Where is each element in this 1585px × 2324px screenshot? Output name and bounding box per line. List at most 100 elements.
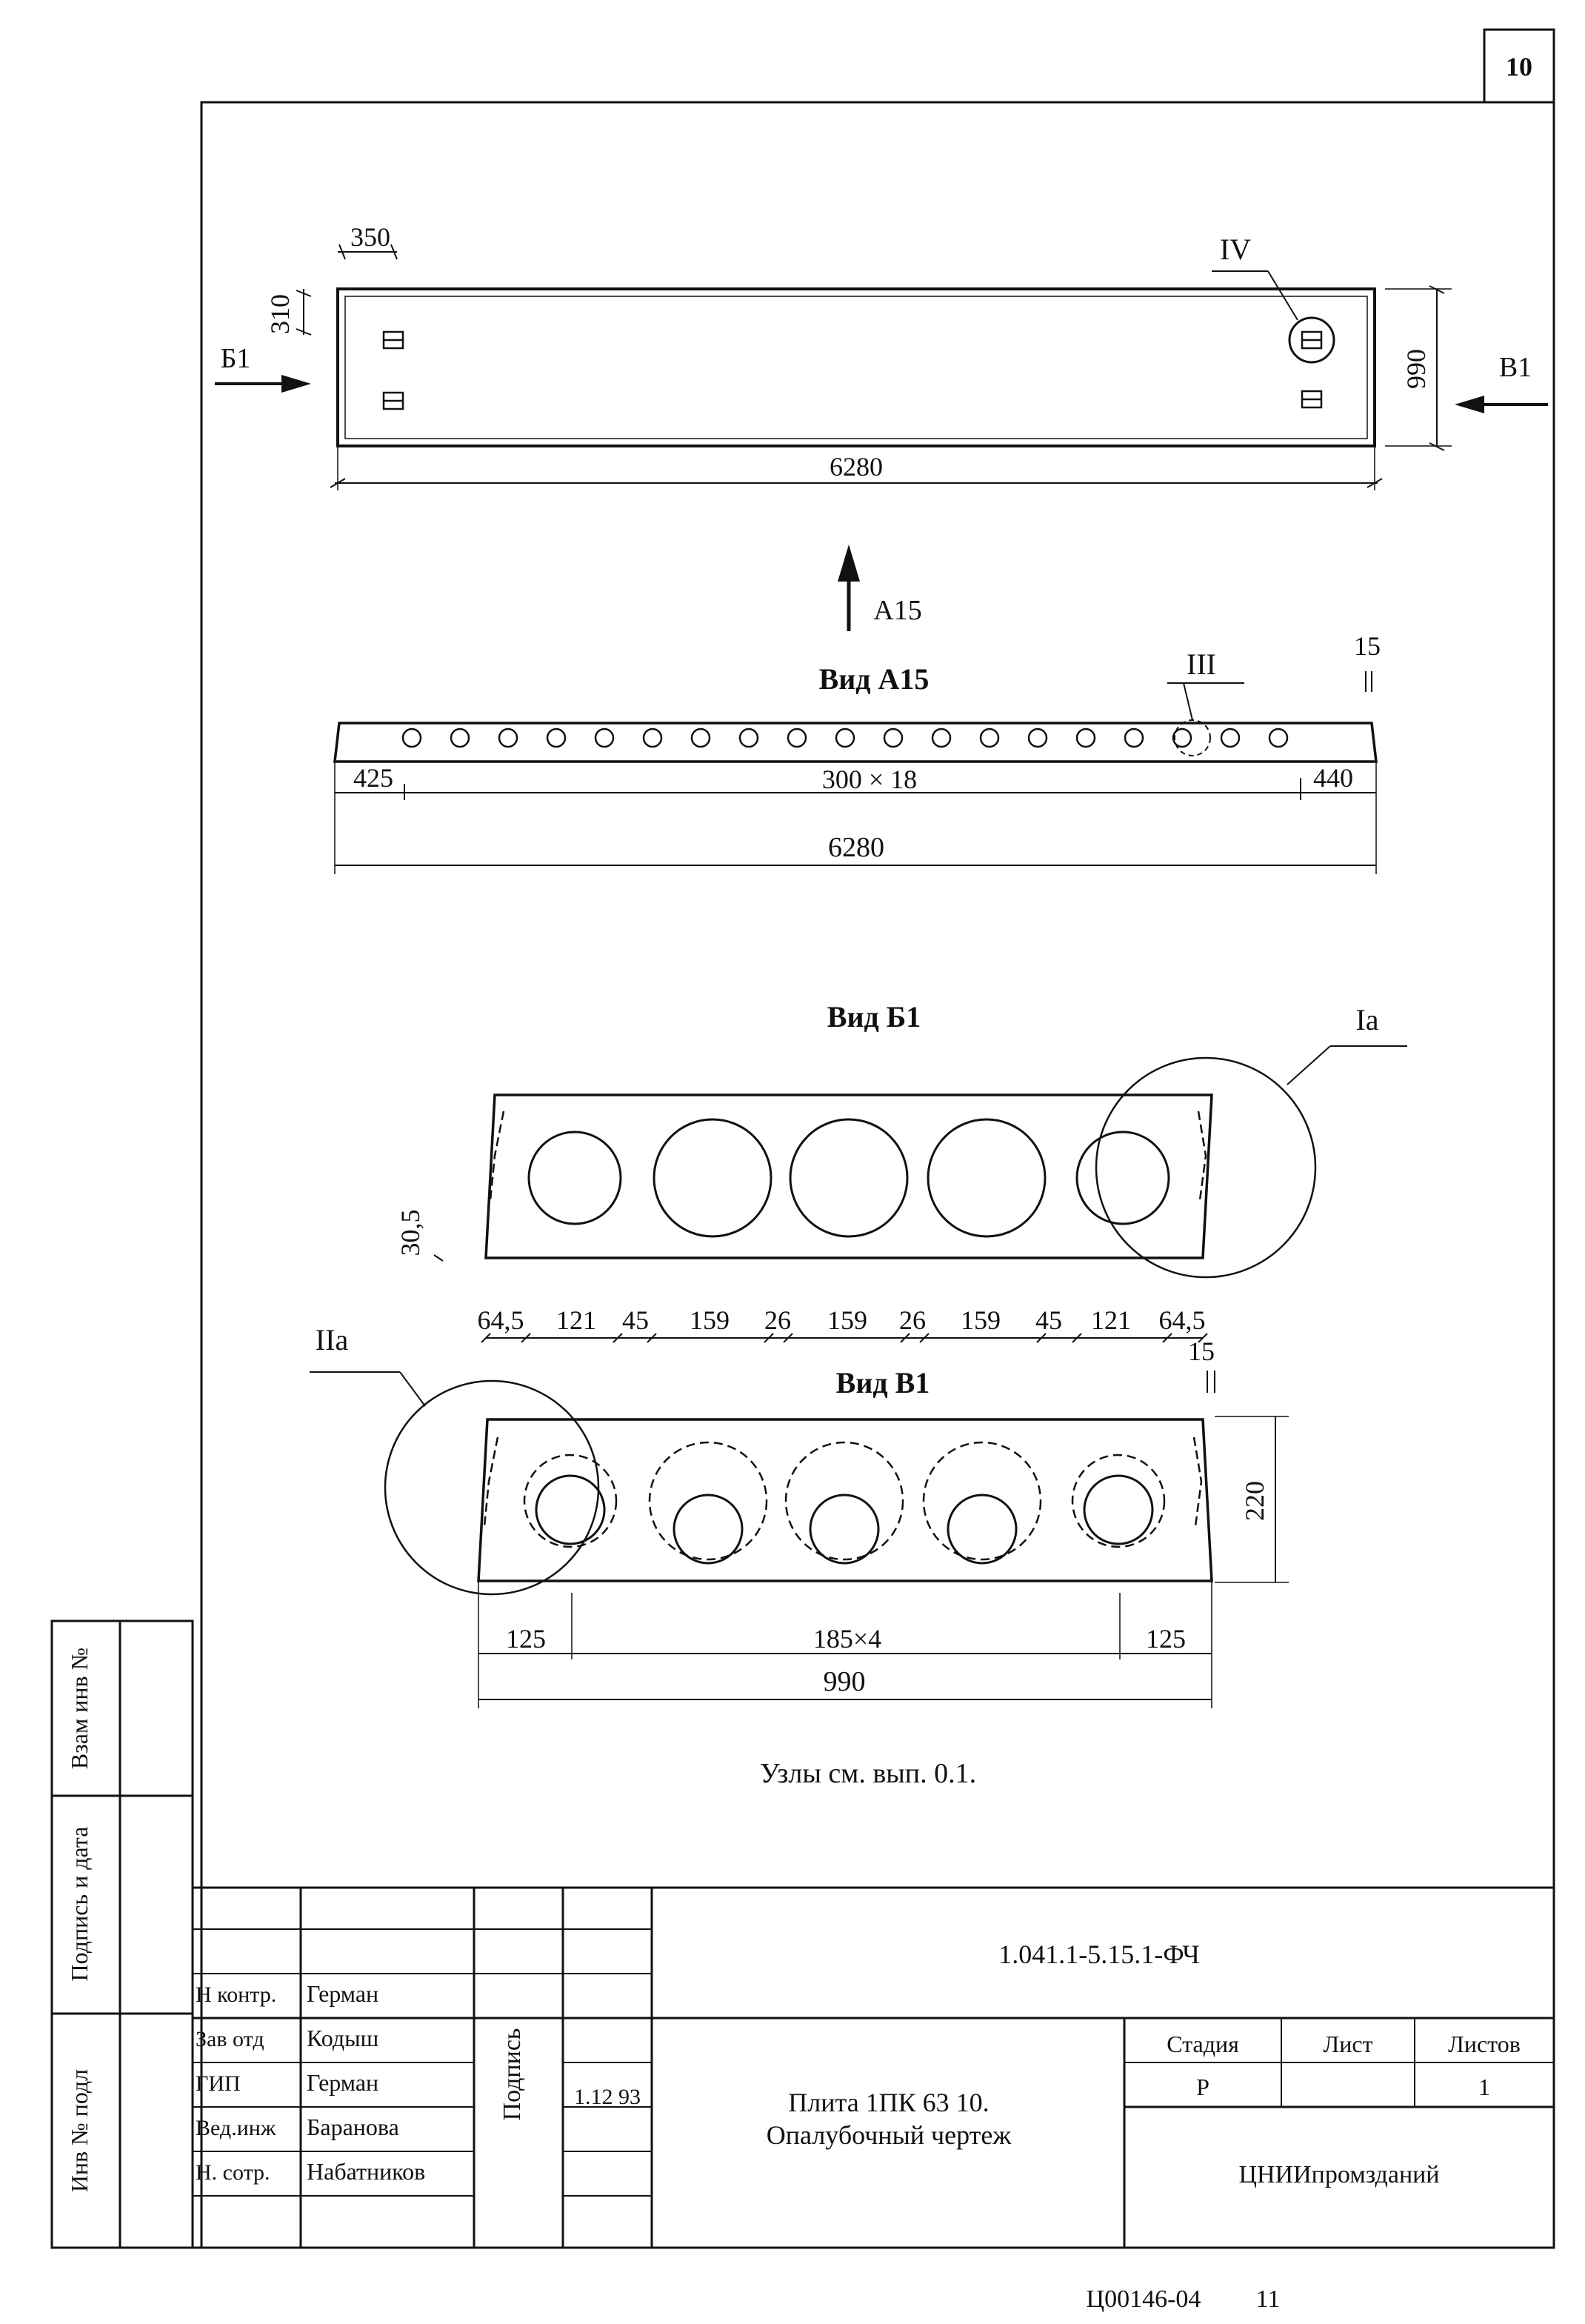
- spacing-tick: [613, 1333, 623, 1343]
- drawing-title-line2: Опалубочный чертеж: [767, 2120, 1012, 2150]
- signatory-name: Герман: [307, 1980, 378, 2007]
- spacing-label: 64,5: [478, 1305, 524, 1335]
- dim-30-5: 30,5: [396, 1210, 425, 1256]
- doc-code: 1.041.1-5.15.1-ФЧ: [998, 1940, 1200, 1969]
- sheets-header: Листов: [1448, 2031, 1521, 2057]
- dim-220: 220: [1240, 1481, 1269, 1521]
- spacing-tick: [1072, 1333, 1082, 1343]
- hole: [883, 728, 904, 748]
- spacing-tick: [481, 1333, 491, 1343]
- node-iv-label: IV: [1220, 233, 1251, 266]
- hole: [690, 728, 711, 748]
- b1-voids: [527, 1118, 1170, 1238]
- signatory-name: Герман: [307, 2069, 378, 2096]
- plan-slab-outline: [336, 287, 1376, 447]
- signatory-name: Баранова: [307, 2114, 399, 2140]
- view-b1-slab-section: [484, 1093, 1213, 1259]
- signatory-role: Зав отд: [196, 2027, 264, 2051]
- stamp-podpis-data: Подпись и дата: [66, 1827, 93, 1982]
- spacing-label: 26: [764, 1305, 791, 1335]
- view-v1-title: Вид В1: [836, 1366, 930, 1399]
- detail-ia-label: Ia: [1355, 1003, 1378, 1036]
- dim-185x4: 185×4: [813, 1624, 881, 1654]
- detail-ia-circle: [1095, 1056, 1317, 1279]
- hole: [1027, 728, 1048, 748]
- spacing-tick: [647, 1333, 657, 1343]
- hole: [738, 728, 759, 748]
- hole: [450, 728, 470, 748]
- signatory-role: Вед.инж: [196, 2116, 276, 2140]
- spacing-tick: [1198, 1333, 1208, 1343]
- hole: [1268, 728, 1289, 748]
- signatory-name: Набатников: [307, 2158, 425, 2185]
- page-badge: 10: [1483, 28, 1555, 104]
- spacing-label: 26: [899, 1305, 926, 1335]
- signatory-role: Н. сотр.: [196, 2160, 270, 2185]
- view-b1-title: Вид Б1: [827, 1000, 921, 1033]
- hole: [931, 728, 952, 748]
- view-marker-v1: В1: [1499, 352, 1532, 383]
- dim-990-side: 990: [1401, 349, 1431, 389]
- sheets-value: 1: [1478, 2074, 1490, 2100]
- v1-voids: [523, 1441, 1166, 1565]
- hole: [979, 728, 1000, 748]
- stage-header: Стадия: [1167, 2031, 1239, 2057]
- hole: [1075, 728, 1096, 748]
- hole: [642, 728, 663, 748]
- hole: [498, 728, 518, 748]
- hollow-core-holes: [401, 728, 1289, 748]
- sheet-header: Лист: [1323, 2031, 1372, 2057]
- spacing-label: 45: [1035, 1305, 1062, 1335]
- signature-label: Подпись: [498, 2028, 526, 2121]
- dim-6280-plan: 6280: [830, 452, 883, 482]
- plan-view: IV 350 310 990 6280 Б1 В1 А15: [215, 222, 1548, 631]
- dim-350: 350: [350, 222, 390, 252]
- spacing-label: 64,5: [1159, 1305, 1206, 1335]
- hole: [1220, 728, 1241, 748]
- hole: [835, 728, 855, 748]
- dim-310: 310: [265, 294, 295, 334]
- spacing-label: 121: [556, 1305, 596, 1335]
- spacing-tick: [1036, 1333, 1047, 1343]
- detail-iia-circle: [384, 1379, 600, 1596]
- dim-440: 440: [1313, 763, 1353, 793]
- dim-15-v1: 15: [1188, 1336, 1215, 1366]
- approval-date: 1.12 93: [574, 2085, 641, 2109]
- stamp-inv-podl: Инв № подл: [66, 2069, 93, 2192]
- dim-6280-a15: 6280: [828, 832, 884, 863]
- spacing-label: 121: [1091, 1305, 1131, 1335]
- lifting-loop-symbols: [382, 316, 1335, 410]
- hole: [787, 728, 807, 748]
- view-marker-b1: Б1: [221, 343, 251, 374]
- stage-value: Р: [1196, 2074, 1209, 2100]
- signatory-role: Н контр.: [196, 1982, 276, 2007]
- spacing-tick: [900, 1333, 910, 1343]
- hole: [1172, 728, 1192, 748]
- signatory-role: ГИП: [196, 2071, 241, 2096]
- view-a15-title: Вид А15: [819, 662, 930, 696]
- dim-15-a15: 15: [1354, 631, 1381, 661]
- signatory-name: Кодыш: [307, 2025, 379, 2051]
- spacing-label: 45: [622, 1305, 649, 1335]
- hole: [1124, 728, 1144, 748]
- dim-425: 425: [353, 763, 393, 793]
- spacing-tick: [1162, 1333, 1172, 1343]
- page-badge-number: 10: [1506, 52, 1532, 81]
- spacing-label: 159: [690, 1305, 730, 1335]
- detail-iia-label: IIa: [316, 1323, 349, 1356]
- spacing-tick: [764, 1333, 774, 1343]
- spacing-label: 159: [961, 1305, 1001, 1335]
- hole: [546, 728, 567, 748]
- stamp-vzam-inv: Взам инв №: [66, 1648, 93, 1769]
- hole: [594, 728, 615, 748]
- view-a15-slab-side: [333, 722, 1378, 763]
- drawing-title-line1: Плита 1ПК 63 10.: [788, 2088, 989, 2117]
- view-marker-a15: А15: [873, 595, 921, 626]
- spacing-tick: [783, 1333, 793, 1343]
- view-v1: 15 Вид В1 IIa 220: [310, 1323, 1289, 1708]
- footer-archive-code: Ц00146-04: [1087, 2285, 1201, 2313]
- title-block: [191, 1886, 1555, 2249]
